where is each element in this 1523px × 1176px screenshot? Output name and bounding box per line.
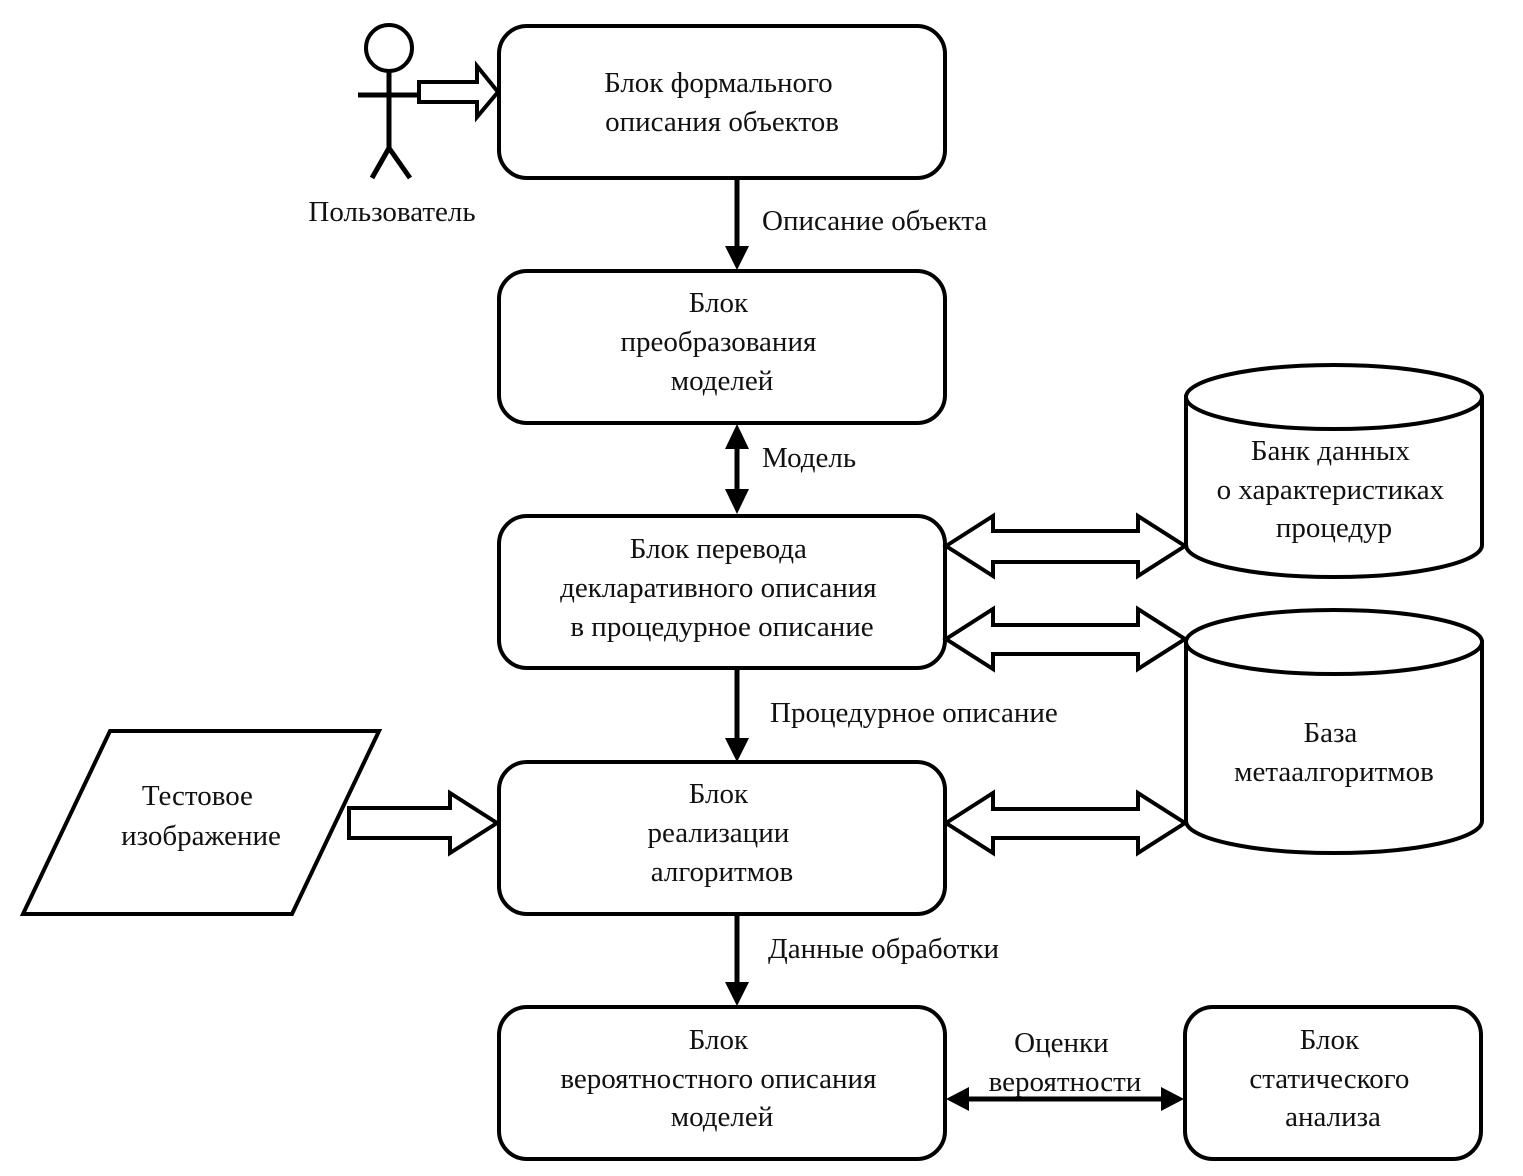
svg-text:Блок перевода декларатив: Блок перевода декларативного описания в … bbox=[560, 533, 884, 643]
block-stat-line-2: статического bbox=[1249, 1063, 1409, 1095]
block-prob-line-3: моделей bbox=[671, 1101, 774, 1133]
block-translate-line-1: Блок перевода bbox=[630, 533, 807, 565]
svg-text:Блок реализации ал: Блок реализации алгоритмов bbox=[648, 778, 797, 888]
arrow-processing-data bbox=[725, 914, 749, 1006]
block-realize-line-3: алгоритмов bbox=[651, 856, 794, 888]
block-probabilistic-description[interactable]: Блок вероятностного описания моделей bbox=[497, 1005, 947, 1161]
svg-text:Оценки вероятности: Оценки вероятности bbox=[989, 1027, 1142, 1098]
block-formal-description[interactable]: Блок формального описания объектов bbox=[497, 24, 947, 180]
arrow-model-bidirectional bbox=[725, 424, 749, 514]
arrow-object-description bbox=[725, 178, 749, 270]
input-test-image[interactable]: Тестовое изображение bbox=[19, 729, 383, 916]
db-bank-line-2: о характеристиках bbox=[1217, 474, 1445, 506]
actor-label: Пользователь bbox=[308, 196, 475, 228]
input-test-image-line-2: изображение bbox=[121, 820, 281, 852]
block-realize-line-2: реализации bbox=[648, 817, 790, 849]
svg-text:Блок формального описани: Блок формального описания объектов bbox=[604, 67, 840, 138]
database-metaalgorithms[interactable]: База метаалгоритмов bbox=[1184, 608, 1484, 855]
db-meta-line-1: База bbox=[1303, 717, 1357, 749]
db-meta-line-2: метаалгоритмов bbox=[1234, 756, 1434, 788]
block-algorithm-realization[interactable]: Блок реализации алгоритмов bbox=[497, 760, 947, 916]
block-prob-line-1: Блок bbox=[689, 1024, 749, 1056]
svg-text:Блок статического: Блок статического анализа bbox=[1249, 1024, 1416, 1133]
svg-text:Блок преобразования: Блок преобразования моделей bbox=[620, 287, 823, 397]
db-bank-line-3: процедур bbox=[1276, 512, 1392, 544]
block-transform-line-2: преобразования bbox=[620, 326, 816, 358]
block-stat-line-3: анализа bbox=[1285, 1101, 1381, 1133]
block-prob-line-2: вероятностного описания bbox=[560, 1063, 876, 1095]
input-test-image-line-1: Тестовое bbox=[142, 780, 253, 812]
block-formal-line-1: Блок формального bbox=[604, 67, 833, 99]
user-input-arrow bbox=[417, 60, 501, 123]
svg-text:База метаалгоритмов: База метаалгоритмов bbox=[1234, 717, 1434, 788]
db-bank-line-1: Банк данных bbox=[1251, 435, 1411, 467]
double-arrow-translate-bank bbox=[942, 512, 1189, 580]
double-arrow-translate-meta bbox=[942, 605, 1189, 673]
user-actor-icon bbox=[358, 23, 420, 180]
block-translate-line-2: декларативного описания bbox=[560, 572, 877, 604]
edge-label-procedural-description: Процедурное описание bbox=[770, 697, 1058, 729]
block-transform-line-3: моделей bbox=[671, 365, 774, 397]
edge-label-object-description: Описание объекта bbox=[762, 205, 987, 237]
edge-label-processing-data: Данные обработки bbox=[768, 933, 999, 965]
database-procedure-characteristics[interactable]: Банк данных о характеристиках процедур bbox=[1184, 363, 1484, 579]
double-arrow-realize-meta bbox=[942, 789, 1189, 857]
edge-label-estimates-line-1: Оценки bbox=[1014, 1027, 1108, 1059]
edge-label-model: Модель bbox=[762, 442, 856, 474]
edge-label-estimates-line-2: вероятности bbox=[989, 1066, 1142, 1098]
block-stat-line-1: Блок bbox=[1300, 1024, 1360, 1056]
block-translate-line-3: в процедурное описание bbox=[570, 611, 873, 643]
block-realize-line-1: Блок bbox=[689, 778, 749, 810]
arrow-probability-estimates bbox=[946, 1087, 1184, 1111]
svg-text:Банк данных о характерис: Банк данных о характеристиках процедур bbox=[1217, 435, 1452, 544]
block-model-transformation[interactable]: Блок преобразования моделей bbox=[497, 269, 947, 425]
block-statistical-analysis[interactable]: Блок статического анализа bbox=[1183, 1005, 1483, 1161]
block-transform-line-1: Блок bbox=[689, 287, 749, 319]
svg-text:Тестовое изображение: Тестовое изображение bbox=[121, 780, 281, 852]
svg-text:Блок вероятностного опис: Блок вероятностного описания моделей bbox=[560, 1024, 883, 1133]
test-image-input-arrow bbox=[347, 789, 501, 857]
block-declarative-to-procedural[interactable]: Блок перевода декларативного описания в … bbox=[497, 514, 947, 670]
arrow-procedural-description bbox=[725, 668, 749, 762]
block-formal-line-2: описания объектов bbox=[605, 106, 839, 138]
